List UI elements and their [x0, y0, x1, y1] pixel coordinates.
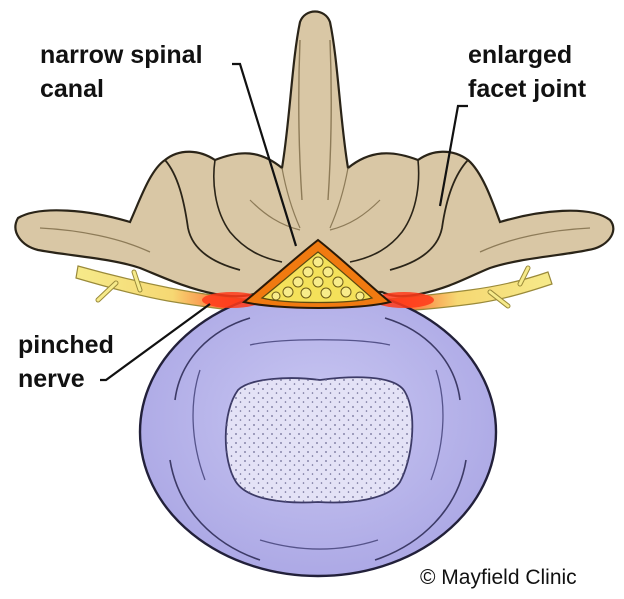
label-line: nerve	[18, 362, 114, 396]
label-line: canal	[40, 72, 203, 106]
copyright-credit: © Mayfield Clinic	[420, 566, 577, 590]
label-line: facet joint	[468, 72, 586, 106]
label-line: pinched	[18, 328, 114, 362]
label-line: narrow spinal	[40, 38, 203, 72]
label-narrow-spinal-canal: narrow spinal canal	[40, 38, 203, 106]
label-enlarged-facet-joint: enlarged facet joint	[468, 38, 586, 106]
label-pinched-nerve: pinched nerve	[18, 328, 114, 396]
disc-nucleus	[226, 377, 413, 502]
label-line: enlarged	[468, 38, 586, 72]
